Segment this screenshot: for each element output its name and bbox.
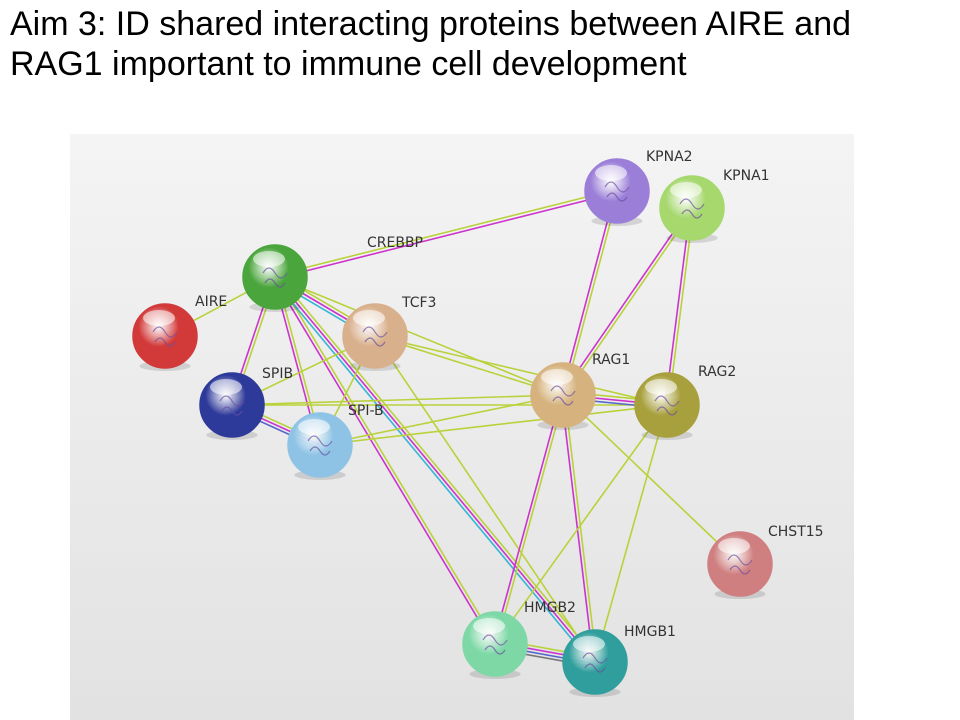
node-highlight [573, 636, 605, 652]
node-label-aire: AIRE [195, 294, 227, 310]
node-label-crebbp: CREBBP [367, 235, 423, 251]
node-highlight [210, 379, 242, 395]
node-highlight [645, 379, 677, 395]
node-label-kpna1: KPNA1 [723, 168, 770, 184]
edge-spib-rag1 [231, 394, 564, 406]
edge-crebbp-kpna2 [274, 188, 618, 280]
node-label-hmgb2: HMGB2 [524, 600, 576, 616]
protein-structure-icon [262, 267, 288, 288]
edge-line-green [563, 208, 694, 397]
edge-kpna1-rag1 [561, 206, 694, 397]
node-label-rag2: RAG2 [698, 364, 736, 380]
node-highlight [595, 165, 627, 181]
edge-line-magenta [664, 207, 692, 405]
node-label-hmgb1: HMGB1 [624, 624, 676, 640]
node-label-spi-b: SPI-B [348, 403, 384, 419]
node-hmgb2[interactable]: HMGB2 [462, 600, 576, 679]
node-kpna1[interactable]: KPNA1 [659, 168, 770, 243]
network-background [70, 134, 854, 720]
node-highlight [718, 538, 750, 554]
protein-structure-icon [679, 198, 705, 219]
protein-structure-icon [550, 385, 576, 406]
edge-line-magenta [275, 191, 618, 280]
edge-line-green [274, 276, 564, 396]
protein-structure-icon [482, 634, 508, 655]
edge-rag1-hmgb2 [492, 394, 566, 645]
protein-structure-icon [307, 435, 333, 456]
node-crebbp[interactable]: CREBBP [242, 235, 423, 312]
node-highlight [143, 310, 175, 326]
edge-line-green [494, 404, 668, 645]
node-highlight [253, 251, 285, 267]
node-highlight [541, 369, 573, 385]
node-spib[interactable]: SPIB [199, 366, 293, 440]
edge-rag2-hmgb1 [594, 404, 668, 663]
edge-kpna1-rag2 [664, 207, 695, 406]
protein-structure-icon [654, 395, 680, 416]
node-rag2[interactable]: RAG2 [634, 364, 736, 440]
edge-crebbp-hmgb1 [271, 274, 599, 665]
edge-tcf3-hmgb1 [374, 335, 596, 663]
node-rag1[interactable]: RAG1 [530, 352, 630, 430]
edge-line-magenta [560, 190, 617, 395]
protein-structure-icon [582, 652, 608, 673]
edge-line-green [495, 395, 566, 645]
edge-spi-b-rag2 [319, 404, 668, 446]
protein-structure-icon [219, 395, 245, 416]
node-tcf3[interactable]: TCF3 [342, 295, 436, 371]
node-label-rag1: RAG1 [592, 352, 630, 368]
edge-line-green [231, 394, 564, 406]
edge-line-cyan [271, 278, 594, 665]
edge-line-green [319, 404, 668, 446]
edge-line-green [563, 394, 598, 662]
node-highlight [298, 419, 330, 435]
edge-line-green [563, 191, 620, 396]
edge-kpna2-rag1 [560, 190, 620, 396]
edge-line-green [276, 274, 599, 661]
node-label-spib: SPIB [262, 366, 293, 382]
edge-spi-b-rag1 [319, 394, 564, 446]
protein-structure-icon [727, 554, 753, 575]
edge-line-green [667, 208, 695, 406]
node-aire[interactable]: AIRE [132, 294, 227, 371]
node-spi-b[interactable]: SPI-B [287, 403, 384, 480]
node-hmgb1[interactable]: HMGB1 [562, 624, 676, 697]
node-kpna2[interactable]: KPNA2 [584, 149, 693, 226]
edge-tcf3-rag2 [374, 335, 668, 406]
edge-tcf3-rag1 [374, 335, 564, 396]
edge-line-green [594, 404, 668, 663]
edge-line-magenta [272, 277, 495, 646]
edge-line-magenta [492, 394, 563, 644]
edge-line-magenta [561, 206, 692, 395]
slide-title: Aim 3: ID shared interacting proteins be… [10, 5, 852, 83]
node-highlight [473, 618, 505, 634]
edge-crebbp-hmgb2 [272, 275, 498, 646]
edge-line-green [274, 188, 617, 277]
node-highlight [353, 310, 385, 326]
edge-line-magenta [274, 276, 596, 663]
edge-line-green [374, 335, 668, 406]
edge-line-green [275, 275, 498, 644]
edge-crebbp-rag1 [274, 276, 564, 396]
node-highlight [670, 182, 702, 198]
protein-structure-icon [362, 326, 388, 347]
node-label-tcf3: TCF3 [401, 295, 436, 311]
edge-line-green [374, 335, 564, 396]
node-chst15[interactable]: CHST15 [707, 524, 824, 599]
protein-structure-icon [152, 326, 178, 347]
edge-rag2-hmgb2 [494, 404, 668, 645]
edge-line-green [374, 335, 596, 663]
node-label-chst15: CHST15 [768, 524, 824, 540]
edge-line-green [319, 394, 564, 446]
edge-rag1-chst15 [562, 394, 741, 565]
protein-structure-icon [604, 181, 630, 202]
edge-line-green [562, 394, 741, 565]
node-label-kpna2: KPNA2 [646, 149, 693, 165]
